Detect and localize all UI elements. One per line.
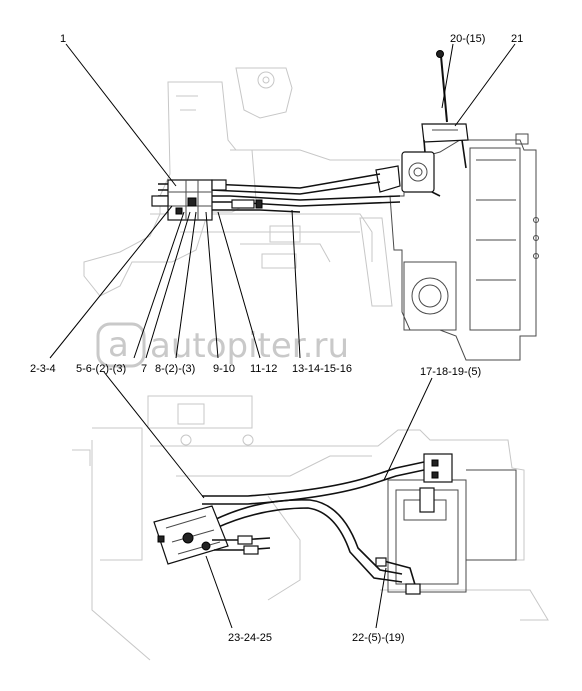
lever-base-plate	[421, 123, 469, 143]
housing-bolt	[533, 217, 539, 223]
hose-lower-b	[215, 507, 403, 583]
control-lever-rod	[440, 55, 448, 123]
leader-23-25	[205, 555, 233, 629]
frame-strut	[359, 217, 393, 307]
callout-7: 7	[141, 363, 147, 375]
housing-bolt	[533, 253, 539, 259]
breather-cap	[515, 133, 529, 145]
cab-mount-plate	[177, 403, 205, 425]
callout-8: 8-(2)-(3)	[155, 363, 195, 375]
leader-13-16	[291, 209, 301, 359]
filter-element	[419, 487, 435, 513]
mount-bracket	[235, 67, 293, 119]
hose-return	[379, 559, 417, 589]
leader-9-10	[205, 211, 219, 359]
hose-upper-a	[202, 461, 425, 497]
output-flange-inner	[418, 284, 442, 308]
valve-fitting	[231, 199, 255, 209]
output-flange	[411, 277, 449, 315]
valve-port	[201, 541, 211, 551]
hose-clamp	[255, 199, 263, 209]
callout-1: 1	[60, 33, 66, 45]
hose-upper-b	[202, 469, 425, 505]
frame-top-edge	[230, 149, 400, 161]
control-valve-port	[175, 207, 183, 215]
leader-5-6-bottom	[103, 371, 205, 499]
leader-1	[65, 43, 177, 187]
pilot-valve-body	[401, 151, 435, 193]
callout-9-10: 9-10	[213, 363, 235, 375]
frame-lines	[150, 213, 373, 263]
housing-ribs	[476, 159, 516, 281]
leader-7	[145, 211, 191, 359]
callout-21: 21	[511, 33, 523, 45]
manifold-port	[431, 471, 439, 479]
leader-8	[175, 211, 197, 359]
mount-hole	[257, 71, 275, 89]
leader-11-12	[217, 211, 261, 359]
control-valve-port	[187, 197, 197, 207]
transmission-side	[466, 469, 517, 561]
valve-fitting	[211, 179, 227, 191]
frame-brace	[267, 495, 301, 601]
leader-21	[454, 43, 516, 127]
transmission-lower-face	[395, 489, 459, 585]
leader-2-3-4	[49, 205, 173, 359]
pilot-valve-port	[408, 162, 428, 182]
valve-end-cap	[151, 195, 169, 207]
bottom-view	[72, 395, 549, 661]
housing-bolt	[533, 235, 539, 241]
watermark-logo-letter: a	[108, 325, 129, 365]
hose-end-fitting	[405, 583, 421, 595]
leader-lines	[49, 43, 516, 629]
manifold-port	[431, 459, 439, 467]
leader-20	[441, 43, 454, 109]
frame-tab	[72, 449, 91, 466]
callout-20: 20-(15)	[450, 33, 485, 45]
pilot-valve-port-inner	[413, 167, 423, 177]
callout-5-6: 5-6-(2)-(3)	[76, 363, 126, 375]
watermark: a autopiter.ru	[96, 322, 349, 368]
frame-boxes	[261, 225, 301, 269]
callout-11-12: 11-12	[250, 363, 277, 375]
callout-labels: 1 20-(15) 21 2-3-4 5-6-(2)-(3) 7 8-(2)-(…	[30, 33, 523, 644]
mount-hole-inner	[262, 76, 270, 84]
watermark-logo-icon	[96, 322, 146, 368]
callout-13-16: 13-14-15-16	[292, 363, 352, 375]
watermark-text: autopiter.ru	[150, 326, 349, 366]
mount-hole	[180, 434, 192, 446]
frame-cross-members	[150, 429, 525, 561]
callout-22: 22-(5)-(19)	[352, 632, 405, 644]
frame-left-rail	[91, 427, 151, 661]
cable-adjuster	[243, 545, 259, 555]
cable-adjuster	[237, 535, 253, 545]
valve-port	[157, 535, 165, 543]
top-view	[83, 50, 539, 361]
frame-lower-edge	[380, 589, 549, 621]
valve-port	[182, 532, 194, 544]
hose-elbow-fitting	[375, 165, 401, 193]
hose-lower-a	[213, 499, 403, 575]
callout-17-19: 17-18-19-(5)	[420, 366, 481, 378]
callout-23-25: 23-24-25	[228, 632, 272, 644]
hose-clamp	[375, 557, 387, 567]
callout-2-3-4: 2-3-4	[30, 363, 56, 375]
leader-17-19	[383, 377, 433, 481]
frame-ribs	[176, 95, 198, 111]
mount-hole	[242, 434, 254, 446]
pipe-lower	[200, 209, 301, 213]
transmission-face	[469, 147, 521, 331]
leader-5-6	[133, 211, 185, 359]
transmission-box	[403, 261, 457, 331]
cab-mount-bracket	[147, 395, 253, 429]
control-lever-knob	[436, 50, 444, 58]
leader-22	[375, 567, 387, 629]
